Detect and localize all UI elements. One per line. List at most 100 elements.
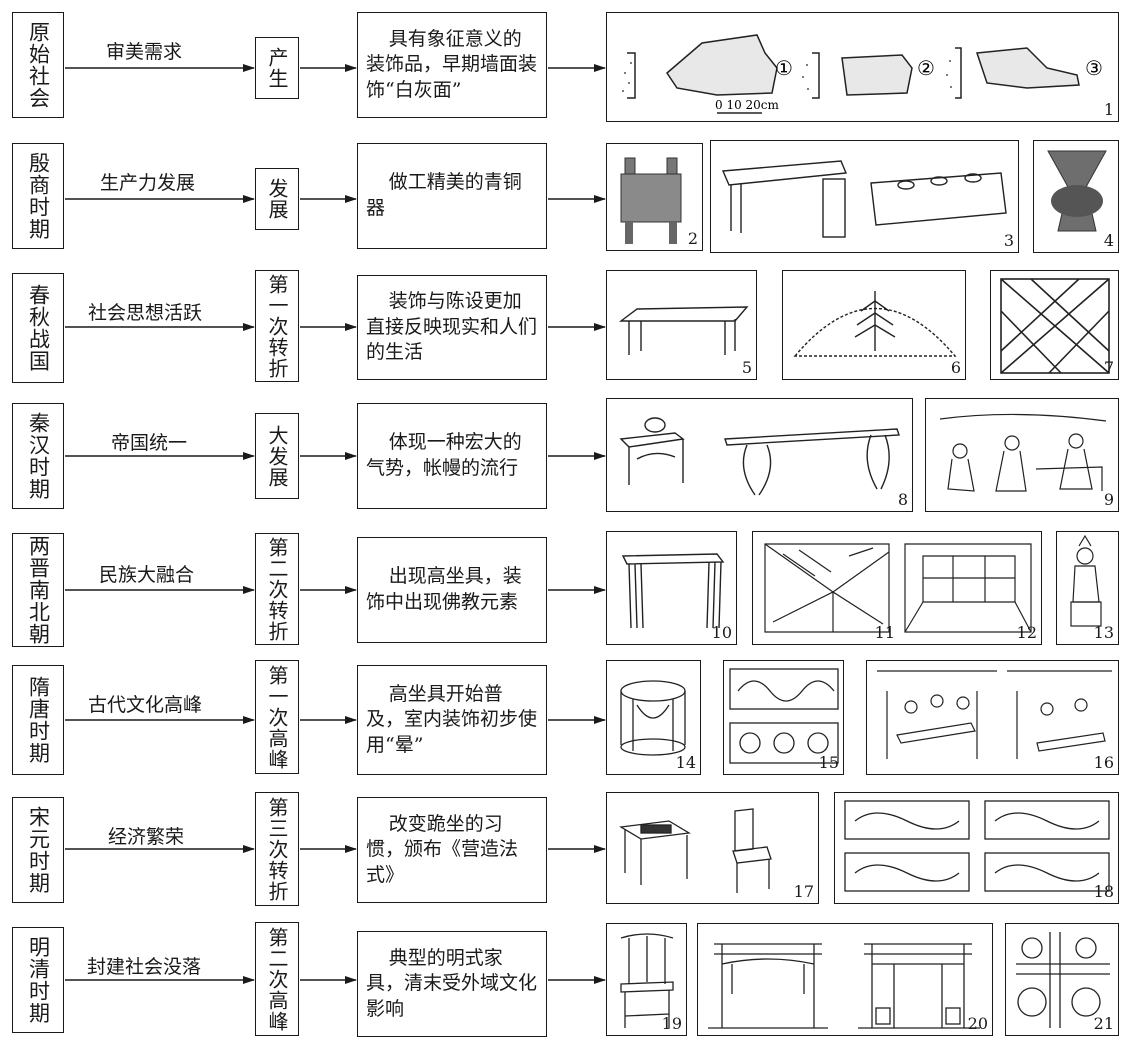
era-box-3: 春秋战国 bbox=[12, 273, 64, 383]
bronze-zun-illustration bbox=[1047, 150, 1107, 232]
image-number-15: 15 bbox=[818, 753, 839, 772]
fragment-marker-3: ③ bbox=[1085, 56, 1103, 80]
era-box-5: 两晋南北朝 bbox=[12, 533, 64, 647]
desc-box-3: 装饰与陈设更加直接反映现实和人们的生活 bbox=[357, 275, 547, 380]
image-4: 4 bbox=[1033, 140, 1119, 253]
bronze-table-illustration bbox=[721, 160, 1007, 238]
image-10: 10 bbox=[606, 531, 737, 645]
desc-box-7: 改变跪坐的习惯，颁布《营造法式》 bbox=[357, 797, 547, 903]
desc-text-3: 装饰与陈设更加直接反映现实和人们的生活 bbox=[366, 290, 538, 364]
stage-label-3: 第一次转折 bbox=[265, 273, 289, 379]
tile-end-pattern-illustration bbox=[793, 291, 957, 357]
desc-text-5: 出现高坐具，装饰中出现佛教元素 bbox=[366, 565, 522, 613]
scale-bar-label: 0 10 20cm bbox=[715, 98, 780, 112]
image-number-14: 14 bbox=[675, 753, 696, 772]
image-21: 21 bbox=[1005, 923, 1119, 1036]
image-number-12: 12 bbox=[1016, 623, 1037, 642]
stage-box-6: 第一次高峰 bbox=[255, 660, 299, 774]
stage-label-2: 发展 bbox=[265, 178, 289, 220]
desc-box-8: 典型的明式家具，清末受外域文化影响 bbox=[357, 931, 547, 1037]
image-5: 5 bbox=[606, 270, 757, 380]
image-13: 13 bbox=[1056, 531, 1119, 645]
driver-label-5: 民族大融合 bbox=[99, 564, 195, 586]
fragment-marker-1: ① bbox=[775, 56, 793, 80]
era-box-1: 原始社会 bbox=[12, 12, 64, 118]
geometric-pattern-illustration bbox=[1000, 278, 1110, 374]
stage-box-4: 大发展 bbox=[255, 413, 299, 499]
image-20: 20 bbox=[697, 923, 993, 1036]
stage-label-5: 第二次转折 bbox=[265, 536, 289, 642]
era-box-6: 隋唐时期 bbox=[12, 665, 64, 775]
image-6: 6 bbox=[782, 270, 966, 380]
image-number-19: 19 bbox=[661, 1014, 682, 1033]
era-label-5: 两晋南北朝 bbox=[26, 535, 51, 645]
driver-label-2: 生产力发展 bbox=[100, 172, 196, 194]
driver-label-3: 社会思想活跃 bbox=[88, 302, 203, 324]
driver-label-6: 古代文化高峰 bbox=[88, 694, 203, 716]
image-2: 2 bbox=[606, 143, 703, 251]
stage-label-8: 第二次高峰 bbox=[265, 926, 289, 1032]
image-number-21: 21 bbox=[1093, 1014, 1114, 1033]
stage-label-1: 产生 bbox=[265, 47, 289, 89]
desc-text-1: 具有象征意义的装饰品，早期墙面装饰“白灰面” bbox=[366, 27, 538, 101]
image-1: ① ② ③ 0 10 20cm 1 bbox=[606, 12, 1119, 122]
era-label-6: 隋唐时期 bbox=[26, 676, 51, 764]
era-label-2: 殷商时期 bbox=[26, 152, 51, 240]
image-number-10: 10 bbox=[711, 623, 732, 642]
image-19: 19 bbox=[606, 923, 687, 1036]
era-box-2: 殷商时期 bbox=[12, 143, 64, 249]
image-15: 15 bbox=[723, 660, 844, 775]
ming-doorway-illustration bbox=[708, 943, 980, 1029]
stage-box-5: 第二次转折 bbox=[255, 533, 299, 645]
desc-box-1: 具有象征意义的装饰品，早期墙面装饰“白灰面” bbox=[357, 12, 547, 118]
floral-band-illustration bbox=[729, 668, 839, 764]
desc-text-7: 改变跪坐的习惯，颁布《营造法式》 bbox=[366, 812, 519, 886]
desc-text-6: 高坐具开始普及，室内装饰初步使用“晕” bbox=[366, 682, 538, 756]
desc-text-4: 体现一种宏大的气势，帐幔的流行 bbox=[366, 431, 522, 479]
era-box-8: 明清时期 bbox=[12, 927, 64, 1033]
high-table-illustration bbox=[621, 553, 725, 629]
image-number-11: 11 bbox=[874, 623, 895, 642]
image-14: 14 bbox=[606, 660, 701, 775]
stage-box-7: 第三次转折 bbox=[255, 792, 299, 906]
era-label-1: 原始社会 bbox=[26, 21, 51, 109]
image-8: 8 bbox=[606, 398, 913, 512]
image-number-13: 13 bbox=[1093, 623, 1114, 642]
round-stool-illustration bbox=[620, 680, 686, 756]
song-chair-table-illustration bbox=[619, 808, 772, 893]
han-furniture-illustration bbox=[619, 417, 900, 496]
image-7: 7 bbox=[990, 270, 1119, 380]
image-16: 16 bbox=[866, 660, 1119, 775]
image-number-20: 20 bbox=[967, 1014, 988, 1033]
carved-panel-illustration bbox=[844, 800, 1110, 892]
driver-label-8: 封建社会没落 bbox=[87, 956, 202, 978]
stage-label-7: 第三次转折 bbox=[265, 796, 289, 902]
image-number-5: 5 bbox=[741, 358, 752, 377]
image-number-17: 17 bbox=[793, 882, 814, 901]
image-number-9: 9 bbox=[1103, 490, 1114, 509]
image-11-12: 11 12 bbox=[752, 531, 1042, 645]
image-9: 9 bbox=[925, 398, 1119, 512]
image-number-8: 8 bbox=[897, 490, 908, 509]
ming-chair-illustration bbox=[620, 933, 674, 1028]
stage-box-8: 第二次高峰 bbox=[255, 922, 299, 1036]
driver-label-7: 经济繁荣 bbox=[108, 826, 185, 848]
era-label-4: 秦汉时期 bbox=[26, 412, 51, 500]
image-3: 3 bbox=[710, 140, 1019, 253]
stage-label-4: 大发展 bbox=[265, 424, 289, 488]
image-number-4: 4 bbox=[1103, 231, 1114, 250]
han-scene-illustration bbox=[939, 413, 1107, 492]
stage-box-3: 第一次转折 bbox=[255, 270, 299, 382]
desc-box-6: 高坐具开始普及，室内装饰初步使用“晕” bbox=[357, 665, 547, 775]
desc-box-4: 体现一种宏大的气势，帐幔的流行 bbox=[357, 403, 547, 509]
lattice-pattern-illustration bbox=[1016, 932, 1110, 1028]
image-number-2: 2 bbox=[687, 229, 698, 248]
image-number-16: 16 bbox=[1093, 753, 1114, 772]
desc-text-8: 典型的明式家具，清末受外域文化影响 bbox=[366, 946, 538, 1020]
plaster-fragments-illustration: ① ② ③ 0 10 20cm bbox=[622, 34, 1103, 114]
desc-box-2: 做工精美的青铜器 bbox=[357, 143, 547, 249]
image-number-7: 7 bbox=[1103, 358, 1114, 377]
era-box-7: 宋元时期 bbox=[12, 797, 64, 903]
image-17: 17 bbox=[606, 792, 819, 904]
